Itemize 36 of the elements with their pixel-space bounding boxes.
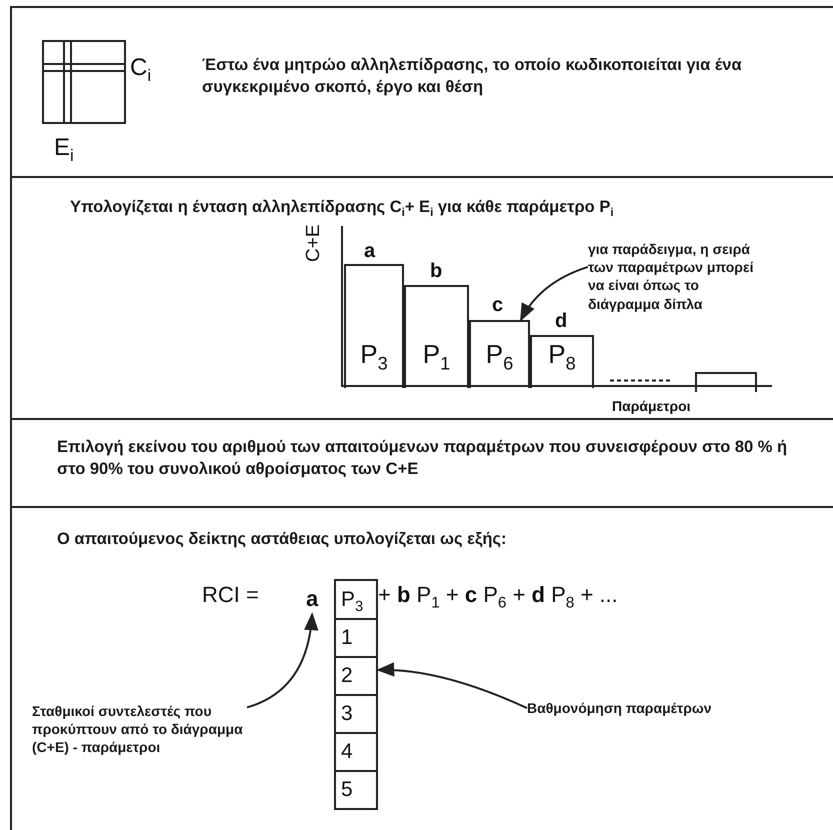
ranking-cell: 5 — [334, 770, 378, 810]
note-text: Σταθμικοί συντελεστές που προκύπτουν από το διάγραμμα (C+E) - παράμετροι — [32, 702, 247, 757]
note-text: Βαθμονόμηση παραμέτρων — [527, 699, 767, 718]
ranking-cell: 1 — [334, 618, 378, 658]
formula-text: + b P$_{1}$ + c P$_{6}$ + d P$_{8}$ + ... — [378, 582, 618, 608]
ranking-cell: P$_{3}$ — [334, 579, 378, 620]
bar: P$_{8}$ — [530, 335, 594, 388]
step-panel — [10, 506, 833, 830]
bar: P$_{1}$ — [404, 285, 469, 388]
formula-text: RCI = — [202, 582, 259, 608]
coefficient-text: a — [306, 584, 318, 614]
bar-value-letter: c — [492, 294, 504, 317]
ranking-cell: 4 — [334, 732, 378, 772]
axis-label: C+E — [303, 224, 325, 262]
ranking-cell: 3 — [334, 694, 378, 734]
step-text: Ο απαιτούμενος δείκτης αστάθειας υπολογίζεται ως εξής: — [57, 529, 508, 550]
bar-value-letter: d — [555, 310, 568, 333]
step-text: Επιλογή εκείνου του αριθμού των απαιτούμενων παραμέτρων που συνεισφέρουν στο 80 % ή στο 90% του συνολικού αθροίσματος των C+E — [57, 437, 788, 480]
step-text: Υπολογίζεται η ένταση αλληλεπίδρασης C$_{i}$+ E$_{i}$ για κάθε παράμετρο P$_{i}$ — [70, 197, 615, 218]
step-text: Έστω ένα μητρώο αλληλεπίδρασης, το οποίο κωδικοποιείται για ένα συγκεκριμένο σκοπό, έργο και θέση — [202, 55, 743, 98]
matrix-column-label: C$_{i}$ — [130, 54, 152, 82]
bar: P$_{3}$ — [344, 264, 404, 388]
ranking-cell: 2 — [334, 656, 378, 696]
step-panel — [10, 418, 833, 506]
note-text: για παράδειγμα, η σειρά των παραμέτρων μπορεί να είναι όπως το διάγραμμα δίπλα — [588, 240, 773, 313]
bar-value-letter: b — [430, 260, 442, 283]
matrix-row-label: E$_{i}$ — [54, 134, 74, 162]
arrow — [376, 662, 528, 709]
step-panel — [10, 6, 833, 176]
arrow — [520, 266, 588, 322]
axis-label: Παράμετροι — [612, 398, 691, 414]
step-panel — [10, 176, 833, 418]
bar — [695, 372, 757, 392]
bar-value-letter: a — [364, 240, 376, 263]
arrow — [246, 612, 318, 708]
bar: P$_{6}$ — [469, 320, 530, 388]
